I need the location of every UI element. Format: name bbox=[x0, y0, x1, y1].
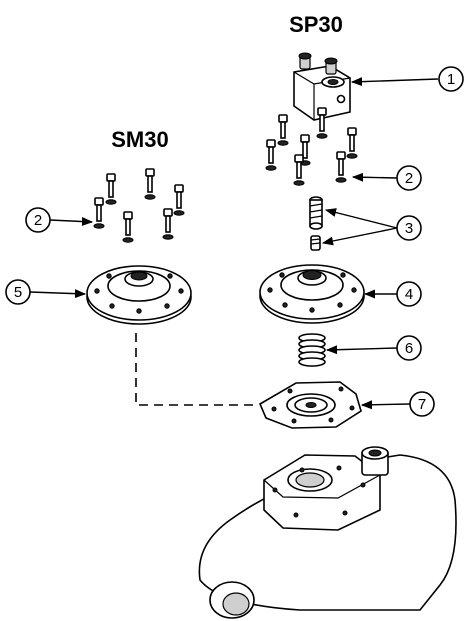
screw-set-right bbox=[265, 107, 358, 186]
callout-2-right: 2 bbox=[396, 165, 422, 191]
valve-body bbox=[198, 446, 457, 619]
callout-3: 3 bbox=[396, 215, 422, 241]
plunger-assembly bbox=[309, 196, 323, 251]
svg-text:5: 5 bbox=[14, 284, 22, 301]
screw-set-left bbox=[93, 168, 185, 243]
callout-2-left: 2 bbox=[25, 207, 51, 233]
svg-text:3: 3 bbox=[405, 220, 413, 237]
sp30-title: SP30 bbox=[289, 12, 343, 37]
svg-text:7: 7 bbox=[418, 396, 426, 413]
svg-text:1: 1 bbox=[447, 71, 455, 88]
sm30-title: SM30 bbox=[111, 127, 168, 152]
svg-text:6: 6 bbox=[405, 340, 413, 357]
leader-lines bbox=[29, 77, 439, 410]
callout-1: 1 bbox=[438, 66, 464, 92]
callout-7: 7 bbox=[409, 391, 435, 417]
svg-text:2: 2 bbox=[405, 170, 413, 187]
callout-6: 6 bbox=[396, 335, 422, 361]
solenoid-coil bbox=[293, 52, 351, 121]
alignment-dashed-line bbox=[135, 333, 259, 406]
callout-5: 5 bbox=[5, 279, 31, 305]
bonnet-cover-left bbox=[86, 265, 192, 325]
bonnet-cover-right bbox=[259, 264, 365, 324]
spring bbox=[298, 333, 326, 367]
callout-4: 4 bbox=[396, 281, 422, 307]
diaphragm bbox=[258, 381, 362, 429]
svg-text:4: 4 bbox=[405, 286, 413, 303]
svg-text:2: 2 bbox=[34, 212, 42, 229]
